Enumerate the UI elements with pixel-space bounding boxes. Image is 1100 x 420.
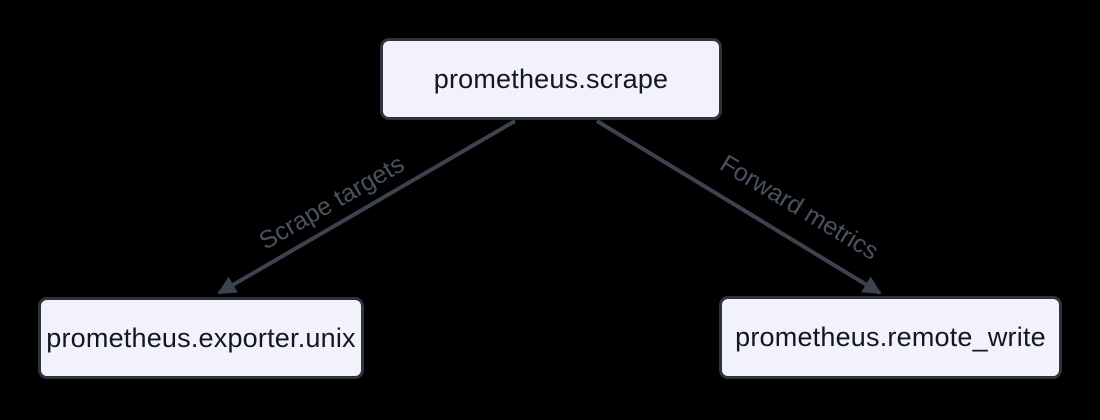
edge-scrape-targets — [217, 119, 517, 295]
node-prometheus-exporter-unix: prometheus.exporter.unix — [38, 297, 364, 379]
edge-forward-metrics — [595, 119, 882, 295]
node-label-prometheus-remote-write: prometheus.remote_write — [735, 322, 1046, 352]
node-label-prometheus-scrape: prometheus.scrape — [433, 63, 669, 94]
node-label-prometheus-exporter-unix: prometheus.exporter.unix — [46, 322, 356, 353]
node-prometheus-scrape: prometheus.scrape — [380, 38, 722, 120]
node-prometheus-remote-write: prometheus.remote_write — [719, 296, 1062, 379]
